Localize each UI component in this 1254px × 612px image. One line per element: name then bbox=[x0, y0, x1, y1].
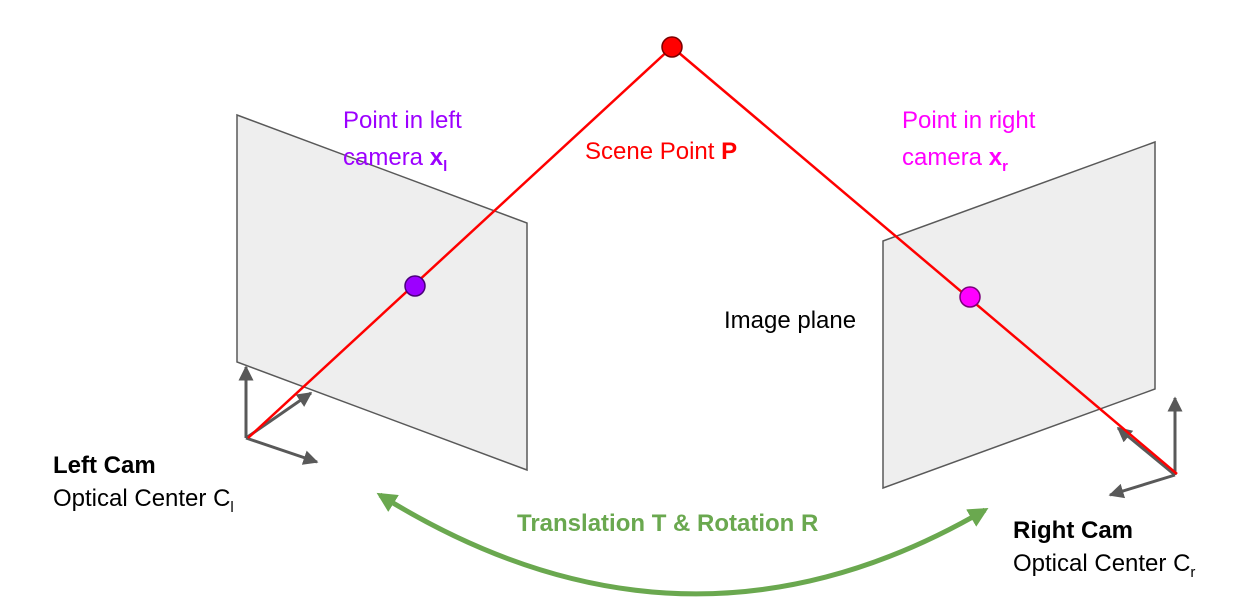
right-point-label-row2: camera xr bbox=[902, 143, 1008, 175]
right-camera-axes bbox=[1108, 396, 1183, 499]
right-cam-subscript: r bbox=[1190, 564, 1196, 581]
scene-point-symbol: P bbox=[721, 138, 738, 165]
right-point-label: Point in right bbox=[902, 106, 1035, 135]
image-plane-text: Image plane bbox=[724, 307, 857, 334]
right-point-symbol: x bbox=[988, 144, 1003, 171]
right-image-plane bbox=[882, 140, 1156, 490]
right-cam-title-text: Right Cam bbox=[1013, 517, 1133, 544]
right-cam-center: Optical Center Cr bbox=[1013, 549, 1196, 581]
left-point-label-line1: Point in left bbox=[343, 107, 462, 134]
left-point-symbol: x bbox=[429, 144, 444, 171]
right-cam-center-text: Optical Center C bbox=[1013, 550, 1191, 577]
left-ray bbox=[247, 46, 673, 439]
left-cam-center: Optical Center Cl bbox=[53, 484, 234, 516]
transform-arrow bbox=[376, 492, 989, 597]
right-cam-title: Right Cam bbox=[1013, 516, 1133, 545]
transform-label-text: Translation T & Rotation R bbox=[517, 510, 819, 537]
left-cam-center-text: Optical Center C bbox=[53, 485, 231, 512]
left-cam-title-text: Left Cam bbox=[53, 452, 156, 479]
left-cam-title: Left Cam bbox=[53, 451, 156, 480]
scene-point-p bbox=[661, 36, 683, 58]
right-ray bbox=[671, 46, 1178, 475]
right-point-label-line1: Point in right bbox=[902, 107, 1036, 134]
left-cam-subscript: l bbox=[230, 499, 234, 516]
right-point-subscript: r bbox=[1002, 158, 1008, 175]
left-point-subscript: l bbox=[443, 158, 448, 175]
left-point-label-row2: camera xl bbox=[343, 143, 448, 175]
left-point-label-line2: camera bbox=[343, 144, 430, 171]
left-point-label: Point in left bbox=[343, 106, 462, 135]
right-image-point bbox=[959, 286, 981, 308]
right-point-label-line2: camera bbox=[902, 144, 989, 171]
scene-point-prefix: Scene Point bbox=[585, 138, 722, 165]
scene-point-label: Scene Point P bbox=[585, 137, 737, 166]
transform-label: Translation T & Rotation R bbox=[517, 509, 818, 538]
image-plane-label: Image plane bbox=[724, 306, 856, 335]
left-image-point bbox=[404, 275, 426, 297]
